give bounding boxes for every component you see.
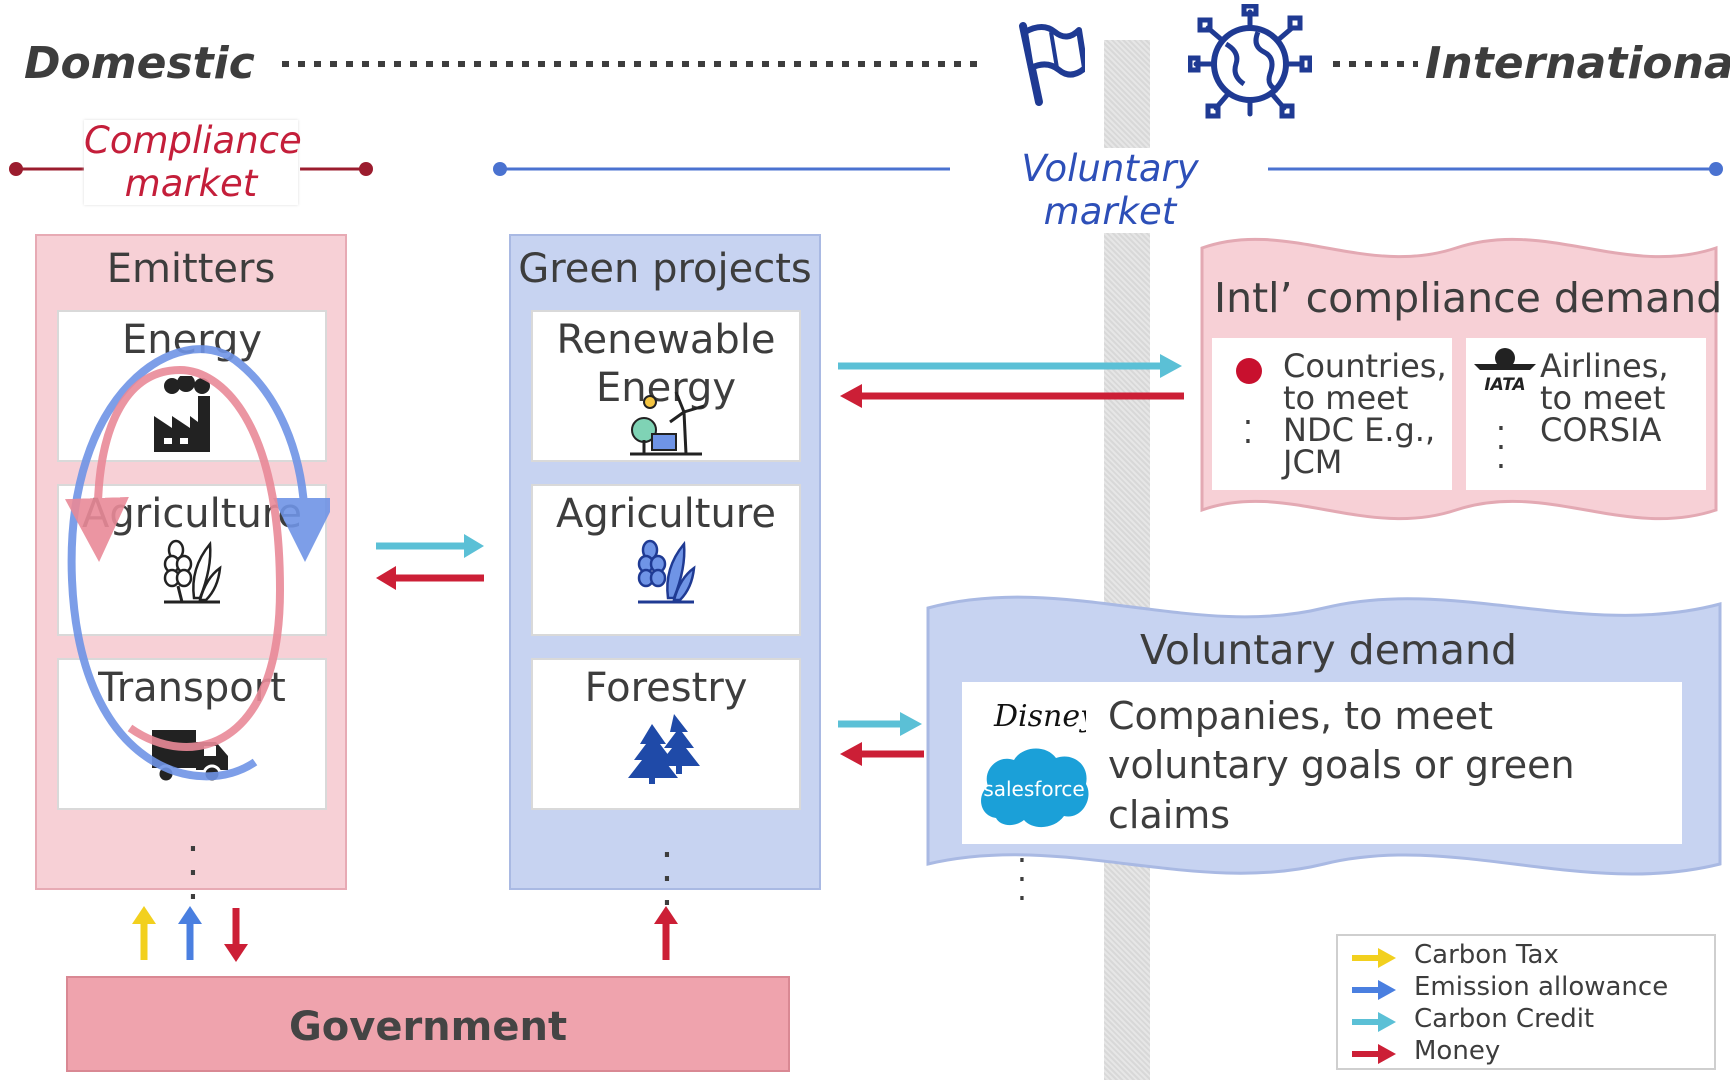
government-emitters-arrows bbox=[132, 906, 248, 962]
domestic-heading: Domestic bbox=[24, 38, 255, 89]
countries-text: Countries, to meet NDC E.g., JCM bbox=[1283, 347, 1447, 481]
wheat-icon bbox=[163, 539, 222, 604]
airlines-text: Airlines, to meet CORSIA bbox=[1540, 347, 1669, 449]
globe-network-icon bbox=[1188, 4, 1312, 119]
japan-flag-icon bbox=[1236, 358, 1262, 384]
voluntary-demand-card bbox=[962, 682, 1682, 844]
voluntary-demand-title: Voluntary demand bbox=[1140, 626, 1517, 674]
voluntary-more-dots: ... bbox=[1016, 832, 1028, 909]
iata-logo-text: IATA bbox=[1484, 375, 1525, 394]
airlines-more-dots: ... bbox=[1495, 400, 1507, 477]
government-projects-arrow bbox=[654, 906, 678, 960]
green-projects-panel: Green projects Renewable Energy Agricult… bbox=[509, 234, 821, 912]
legend-label-emission-allowance: Emission allowance bbox=[1414, 972, 1669, 1002]
disney-logo-icon: Disney bbox=[993, 699, 1086, 734]
government-label: Government bbox=[288, 1004, 568, 1050]
project-card-agriculture: Agriculture bbox=[531, 484, 801, 636]
legend-label-carbon-tax: Carbon Tax bbox=[1414, 940, 1559, 970]
flag-icon bbox=[1019, 22, 1085, 106]
disney-logo-text: Disney bbox=[993, 699, 1086, 734]
government-box: Government bbox=[66, 976, 790, 1072]
emitters-title: Emitters bbox=[106, 246, 276, 292]
iata-logo-icon: IATA bbox=[1474, 348, 1536, 394]
emission-loop-arrows bbox=[64, 345, 330, 781]
legend-label-carbon-credit: Carbon Credit bbox=[1414, 1004, 1595, 1034]
legend: Carbon Tax Emission allowance Carbon Cre… bbox=[1336, 934, 1716, 1070]
project-card-renewable-energy: Renewable Energy bbox=[531, 310, 801, 462]
voluntary-market-label: Voluntary market bbox=[952, 147, 1268, 234]
salesforce-logo-icon: salesforce bbox=[981, 748, 1089, 828]
trees-icon bbox=[628, 714, 700, 784]
wheat-icon-blue bbox=[637, 539, 696, 604]
voluntary-market-line bbox=[493, 162, 1723, 176]
compliance-market-label: Compliance market bbox=[84, 119, 302, 206]
legend-arrow-carbon-credit bbox=[1352, 1012, 1396, 1032]
voluntary-demand-text: Companies, to meet voluntary goals or gr… bbox=[1108, 694, 1575, 837]
header-graphics bbox=[9, 61, 1723, 176]
emitters-projects-arrows bbox=[376, 534, 484, 590]
emitters-more-dots: ... bbox=[186, 815, 200, 909]
wind-solar-icon bbox=[630, 391, 705, 456]
legend-arrows bbox=[1352, 948, 1396, 1064]
intl-compliance-title: Intl’ compliance demand bbox=[1214, 274, 1723, 322]
legend-label-money: Money bbox=[1414, 1036, 1501, 1066]
legend-arrow-carbon-tax bbox=[1352, 948, 1396, 968]
voluntary-demand-arrows bbox=[838, 712, 924, 766]
project-forestry-label: Forestry bbox=[584, 665, 748, 711]
international-heading: International bbox=[1425, 38, 1730, 89]
factory-icon bbox=[154, 376, 210, 452]
legend-arrow-money bbox=[1352, 1044, 1396, 1064]
project-agriculture-label: Agriculture bbox=[556, 491, 776, 537]
legend-arrow-emission-allowance bbox=[1352, 980, 1396, 1000]
intl-compliance-arrows bbox=[838, 354, 1184, 408]
green-projects-title: Green projects bbox=[518, 246, 812, 292]
projects-more-dots: ... bbox=[660, 821, 674, 915]
salesforce-logo-text: salesforce bbox=[983, 777, 1084, 801]
countries-more-dots: .. bbox=[1242, 394, 1254, 452]
project-card-forestry: Forestry bbox=[531, 658, 801, 810]
emitter-energy-label: Energy bbox=[121, 317, 263, 363]
compliance-market-line bbox=[9, 162, 373, 176]
project-renewable-label: Renewable Energy bbox=[556, 317, 776, 411]
